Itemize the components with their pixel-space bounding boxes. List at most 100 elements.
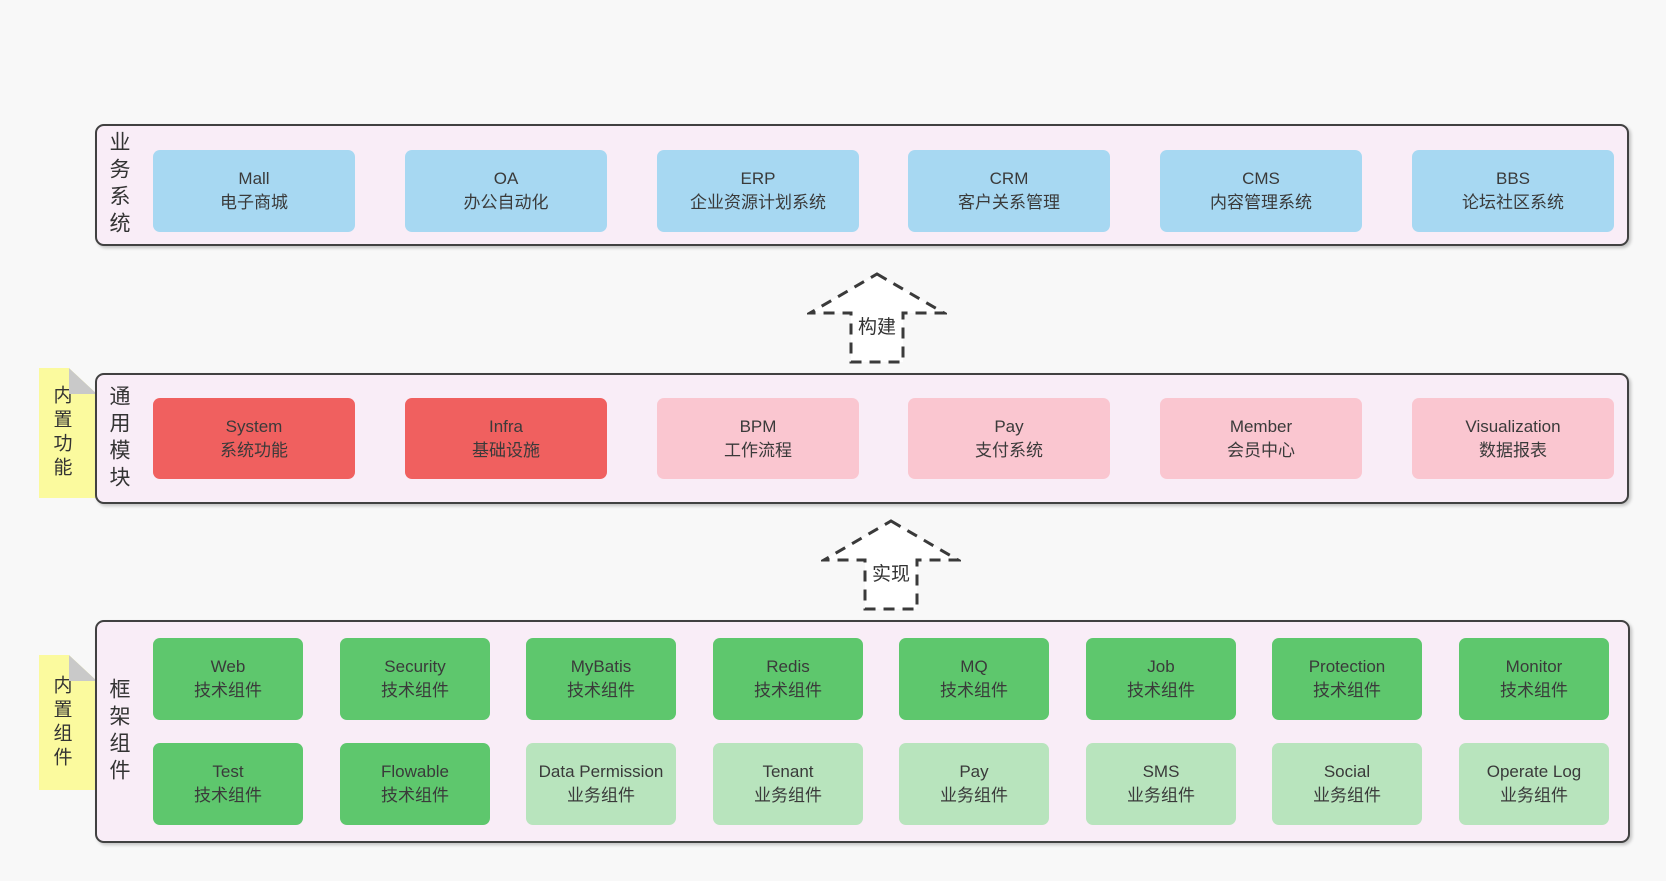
box-security: Security 技术组件: [340, 638, 490, 720]
box-name-en: Redis: [766, 657, 810, 676]
box-oa: OA 办公自动化: [405, 150, 607, 232]
box-name-zh: 企业资源计划系统: [690, 193, 826, 212]
box-name-zh: 客户关系管理: [958, 193, 1060, 212]
box-name-zh: 技术组件: [1127, 681, 1195, 700]
box-protection: Protection 技术组件: [1272, 638, 1422, 720]
box-web: Web 技术组件: [153, 638, 303, 720]
arrow-label: 实现: [871, 564, 910, 585]
box-name-zh: 业务组件: [567, 786, 635, 805]
box-name-en: Data Permission: [538, 762, 664, 781]
box-name-en: Protection: [1308, 657, 1386, 676]
box-name-en: OA: [493, 169, 519, 188]
arrow-label: 构建: [857, 317, 896, 338]
box-name-en: MyBatis: [570, 657, 632, 676]
folded-corner-icon: [69, 368, 97, 394]
section-common-modules: 通用模块 System 系统功能 Infra 基础设施 BPM 工作流程 Pay…: [95, 373, 1629, 504]
box-monitor: Monitor 技术组件: [1459, 638, 1609, 720]
box-name-zh: 会员中心: [1227, 440, 1295, 460]
box-name-zh: 内容管理系统: [1210, 193, 1312, 212]
box-name-en: CRM: [989, 169, 1029, 188]
box-name-en: Mall: [238, 169, 270, 188]
box-name-en: Pay: [959, 762, 989, 781]
box-name-en: MQ: [960, 657, 988, 676]
box-name-en: Monitor: [1505, 657, 1563, 676]
box-name-zh: 基础设施: [472, 440, 540, 460]
box-infra: Infra 基础设施: [405, 398, 607, 479]
box-pay-business: Pay 业务组件: [899, 743, 1049, 825]
box-mall: Mall 电子商城: [153, 150, 355, 232]
box-system: System 系统功能: [153, 398, 355, 479]
box-name-en: ERP: [740, 169, 776, 188]
box-name-zh: 技术组件: [1313, 681, 1381, 700]
tag-label: 内置组件: [50, 674, 72, 771]
box-name-en: System: [225, 416, 283, 436]
folded-corner-icon: [69, 655, 97, 681]
arrow-up-icon: [807, 272, 947, 364]
arrow-implement: 实现: [821, 518, 961, 612]
box-name-en: Tenant: [762, 762, 814, 781]
box-bpm: BPM 工作流程: [657, 398, 859, 479]
section-framework-components: 框架组件 Web 技术组件 Security 技术组件 MyBatis 技术组件…: [95, 620, 1630, 843]
box-test: Test 技术组件: [153, 743, 303, 825]
box-name-zh: 技术组件: [1500, 681, 1568, 700]
box-bbs: BBS 论坛社区系统: [1412, 150, 1614, 232]
box-crm: CRM 客户关系管理: [908, 150, 1110, 232]
box-redis: Redis 技术组件: [713, 638, 863, 720]
box-name-zh: 电子商城: [220, 193, 288, 212]
section-label-business-systems: 业务系统: [107, 131, 130, 239]
box-name-en: Flowable: [380, 762, 450, 781]
box-cms: CMS 内容管理系统: [1160, 150, 1362, 232]
tag-built-in-components: 内置组件: [39, 655, 97, 790]
tag-built-in-features: 内置功能: [39, 368, 97, 498]
box-name-zh: 技术组件: [381, 786, 449, 805]
box-name-en: Job: [1147, 657, 1175, 676]
box-operate-log: Operate Log 业务组件: [1459, 743, 1609, 825]
box-name-zh: 技术组件: [194, 681, 262, 700]
box-name-zh: 技术组件: [940, 681, 1008, 700]
box-name-en: BPM: [739, 416, 777, 436]
box-name-zh: 业务组件: [1500, 786, 1568, 805]
box-name-en: Pay: [994, 416, 1024, 436]
box-job: Job 技术组件: [1086, 638, 1236, 720]
box-name-en: Social: [1323, 762, 1371, 781]
box-name-zh: 技术组件: [567, 681, 635, 700]
section-label-common-modules: 通用模块: [107, 384, 130, 493]
box-erp: ERP 企业资源计划系统: [657, 150, 859, 232]
box-name-zh: 技术组件: [381, 681, 449, 700]
tag-label: 内置功能: [50, 385, 72, 481]
box-name-zh: 数据报表: [1479, 440, 1547, 460]
box-pay: Pay 支付系统: [908, 398, 1110, 479]
arrow-build: 构建: [807, 271, 947, 365]
box-name-en: Test: [212, 762, 244, 781]
box-name-zh: 支付系统: [975, 440, 1043, 460]
box-name-zh: 业务组件: [940, 786, 1008, 805]
box-name-en: BBS: [1495, 169, 1531, 188]
box-mybatis: MyBatis 技术组件: [526, 638, 676, 720]
box-name-zh: 技术组件: [754, 681, 822, 700]
box-name-en: SMS: [1142, 762, 1180, 781]
box-name-zh: 系统功能: [220, 440, 288, 460]
box-name-en: Web: [210, 657, 246, 676]
box-name-en: Visualization: [1465, 416, 1561, 436]
box-name-zh: 业务组件: [754, 786, 822, 805]
box-name-en: Infra: [488, 416, 524, 436]
box-mq: MQ 技术组件: [899, 638, 1049, 720]
section-business-systems: 业务系统 Mall 电子商城 OA 办公自动化 ERP 企业资源计划系统 CRM…: [95, 124, 1629, 246]
box-visualization: Visualization 数据报表: [1412, 398, 1614, 479]
box-name-en: CMS: [1242, 169, 1280, 188]
box-name-zh: 技术组件: [194, 786, 262, 805]
box-name-en: Member: [1229, 416, 1293, 436]
box-name-zh: 论坛社区系统: [1462, 193, 1564, 212]
box-name-zh: 办公自动化: [463, 193, 549, 212]
box-name-zh: 业务组件: [1127, 786, 1195, 805]
arrow-up-icon: [821, 519, 961, 611]
box-name-zh: 业务组件: [1313, 786, 1381, 805]
section-label-framework-components: 框架组件: [107, 677, 130, 786]
box-member: Member 会员中心: [1160, 398, 1362, 479]
box-flowable: Flowable 技术组件: [340, 743, 490, 825]
box-name-en: Security: [384, 657, 446, 676]
box-data-permission: Data Permission 业务组件: [526, 743, 676, 825]
box-sms: SMS 业务组件: [1086, 743, 1236, 825]
box-social: Social 业务组件: [1272, 743, 1422, 825]
